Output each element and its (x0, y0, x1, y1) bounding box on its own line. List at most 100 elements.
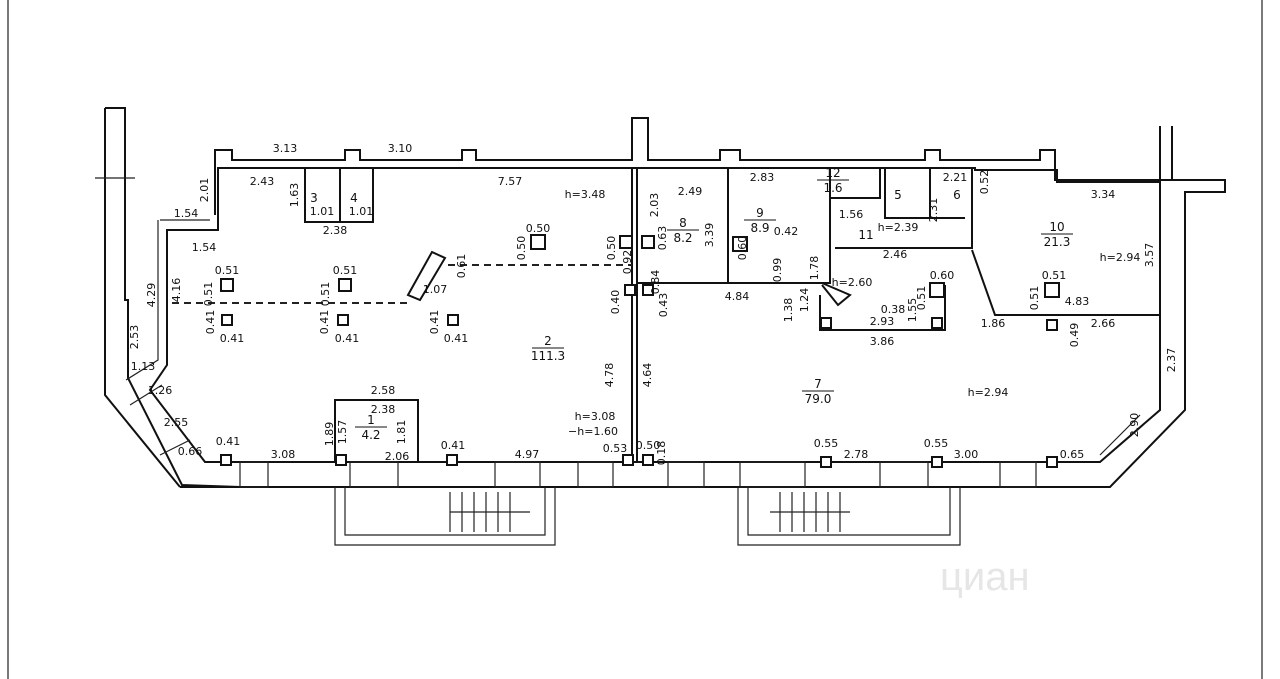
room-number: 5 (894, 188, 902, 202)
room-number: 3 (310, 191, 318, 205)
dimension-label: 2.01 (198, 178, 211, 203)
dimension-label: h=2.60 (832, 276, 873, 289)
room-number: 2 (544, 334, 552, 348)
dimension-label: 1.01 (310, 205, 335, 218)
room-area: 8.2 (673, 231, 692, 245)
dimension-label: h=2.39 (878, 221, 919, 234)
dimension-label: 1.81 (395, 420, 408, 445)
structural-column (335, 454, 347, 466)
dimension-label: 3.08 (271, 448, 296, 461)
room-area: 21.3 (1044, 235, 1071, 249)
structural-column (931, 456, 943, 468)
dimension-label: 3.57 (1143, 243, 1156, 268)
dimension-label: 0.41 (216, 435, 241, 448)
dimension-label: 1.24 (798, 288, 811, 313)
dimension-label: 2.49 (678, 185, 703, 198)
room-area: 1.6 (823, 181, 842, 195)
dimension-label: 2.06 (385, 450, 410, 463)
dimension-label: 1.56 (839, 208, 864, 221)
stairs (334, 487, 961, 546)
dimension-label: 0.41 (444, 332, 469, 345)
structural-column (447, 314, 459, 326)
dimension-label: 0.60 (930, 269, 955, 282)
dimension-label: 0.41 (220, 332, 245, 345)
dimension-label: 0.51 (333, 264, 358, 277)
room-number: 7 (814, 377, 822, 391)
dimension-label: 0.43 (657, 293, 670, 318)
windows (129, 384, 1141, 488)
room-number: 10 (1049, 220, 1064, 234)
structural-column (446, 454, 458, 466)
dimension-label: 0.42 (774, 225, 799, 238)
dimension-label: 0.92 (621, 250, 634, 275)
dimension-label: 3.00 (954, 448, 979, 461)
dimension-label: 0.50 (526, 222, 551, 235)
dimension-label: 0.41 (441, 439, 466, 452)
room-area: 111.3 (531, 349, 565, 363)
dimension-label: 4.84 (725, 290, 750, 303)
dimension-label: h=3.48 (565, 188, 606, 201)
dimension-label: 1.89 (323, 422, 336, 447)
dimension-label: 4.64 (641, 363, 654, 388)
dimension-label: 2.03 (648, 193, 661, 218)
dimension-label: 4.83 (1065, 295, 1090, 308)
room-number: 8 (679, 216, 687, 230)
dimension-label: 0.51 (915, 286, 928, 311)
dimension-label: 0.51 (319, 282, 332, 307)
dimension-label: 0.38 (881, 303, 906, 316)
room-label: 98.9 (744, 206, 776, 235)
dimension-label: h=2.94 (1100, 251, 1141, 264)
room-label: 88.2 (667, 216, 699, 245)
structural-column (622, 454, 634, 466)
structural-column (624, 284, 636, 296)
room-label: 14.2 (355, 413, 387, 442)
room-number: 11 (858, 228, 873, 242)
dimension-label: 0.18 (655, 441, 668, 466)
room-number: 6 (953, 188, 961, 202)
dimension-label: 7.57 (498, 175, 523, 188)
structural-column (619, 235, 633, 249)
dimension-label: 2.38 (323, 224, 348, 237)
dimension-label: 1.38 (782, 298, 795, 323)
structural-column (820, 317, 832, 329)
dimension-label: 1.01 (349, 205, 374, 218)
columns (220, 234, 1060, 468)
room-area: 79.0 (805, 392, 832, 406)
dimension-label: 3.86 (870, 335, 895, 348)
dimension-label: 2.21 (943, 171, 968, 184)
dimension-label: 0.50 (636, 439, 661, 452)
dimension-label: 2.78 (844, 448, 869, 461)
room-number: 1 (367, 413, 375, 427)
dimension-label: 2.46 (883, 248, 908, 261)
dimension-label: 0.60 (736, 236, 749, 261)
dimension-label: 4.97 (515, 448, 540, 461)
dimension-label: 0.53 (603, 442, 628, 455)
dimension-label: 0.55 (924, 437, 949, 450)
dimension-label: 4.16 (170, 278, 183, 303)
room-label: 121.6 (817, 166, 849, 195)
dimension-label: 0.65 (1060, 448, 1085, 461)
room-label: 5 (894, 188, 902, 202)
dimension-label: 0.50 (515, 236, 528, 261)
room-number: 4 (350, 191, 358, 205)
dimension-label: 0.41 (428, 310, 441, 335)
dimension-label: 2.66 (1091, 317, 1116, 330)
structural-column (337, 314, 349, 326)
dimension-label: 0.41 (318, 310, 331, 335)
dimension-label: 4.78 (603, 363, 616, 388)
exterior-walls (95, 107, 1226, 488)
dimension-label: 1.13 (131, 360, 156, 373)
dimension-label: 2.83 (750, 171, 775, 184)
room-label: 3 (310, 191, 318, 205)
dimension-label: 1.57 (336, 420, 349, 445)
dimension-label: 0.50 (605, 236, 618, 261)
dimension-label: 0.41 (204, 310, 217, 335)
room-area: 8.9 (750, 221, 769, 235)
structural-column (221, 314, 233, 326)
structural-column (1046, 319, 1058, 331)
dimension-label: 1.86 (981, 317, 1006, 330)
dimension-label: 0.61 (455, 254, 468, 279)
room-label: 6 (953, 188, 961, 202)
